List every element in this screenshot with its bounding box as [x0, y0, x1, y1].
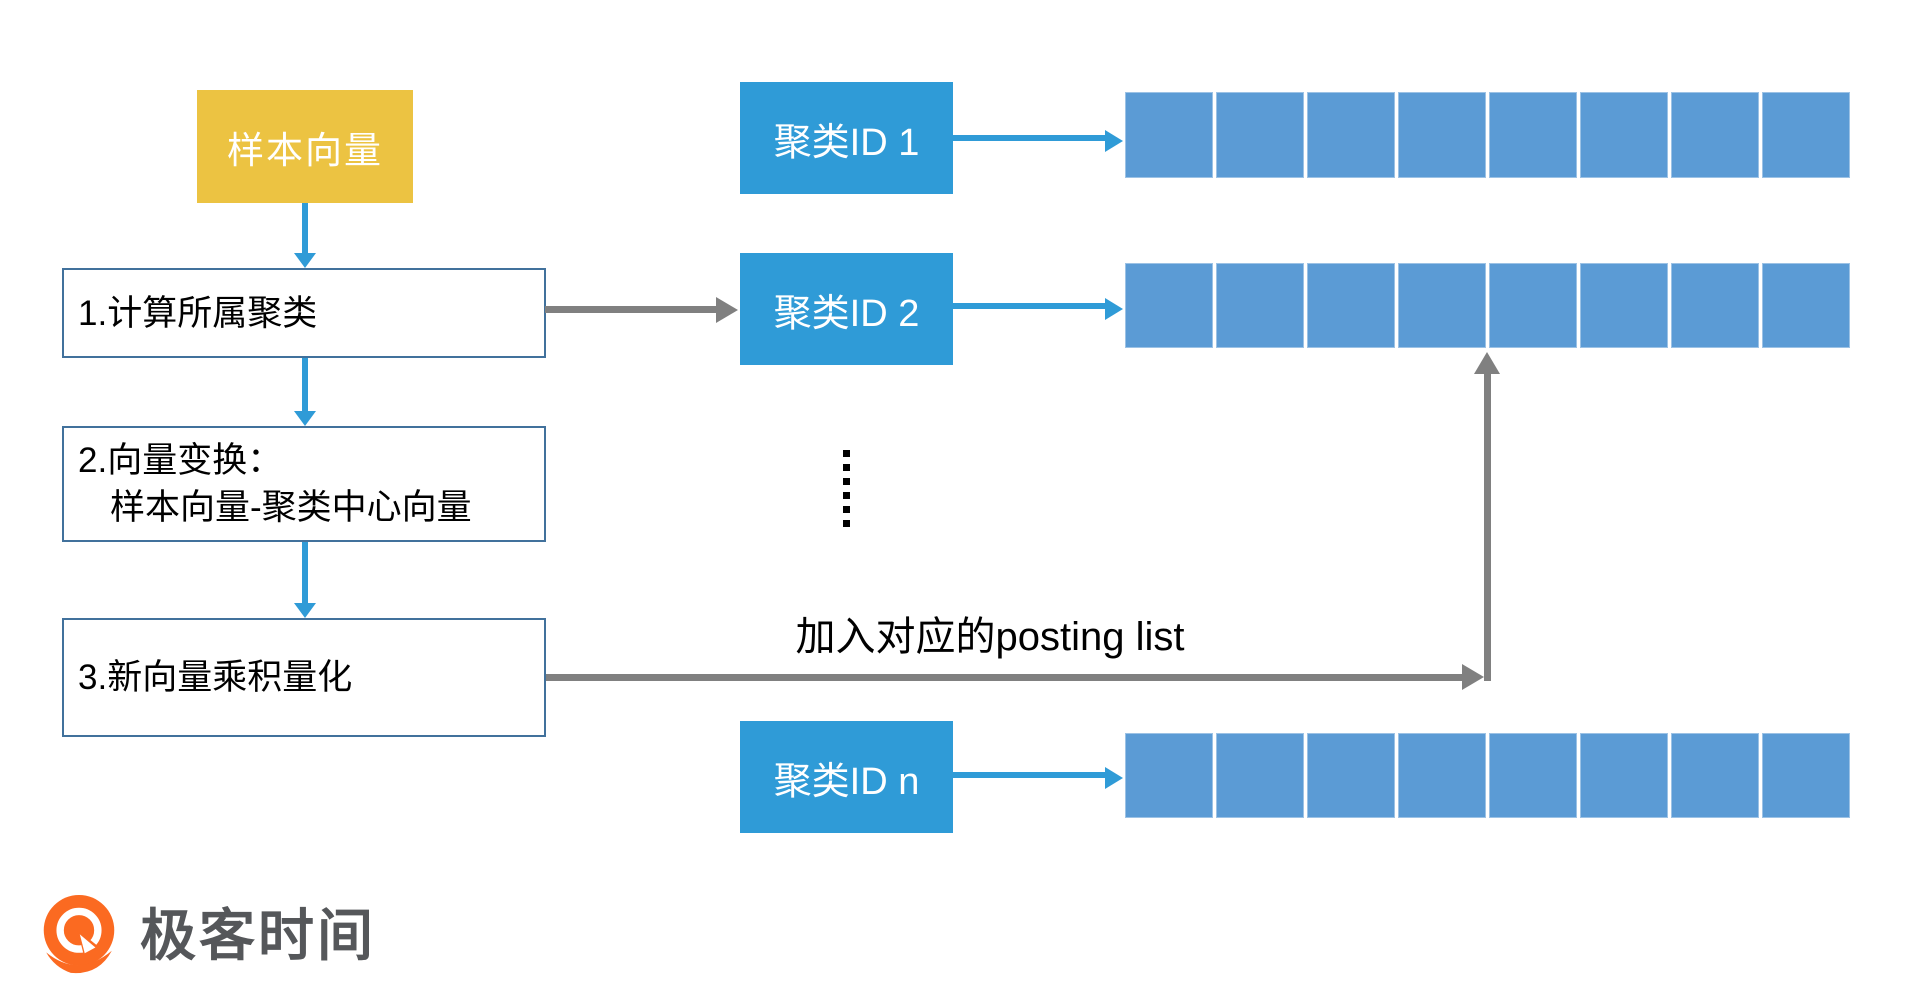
posting-cell	[1671, 263, 1759, 348]
insert-arrow-horizontal-connector	[546, 674, 1464, 681]
ellipsis-dot	[843, 450, 850, 457]
down-arrow-icon	[294, 603, 316, 618]
posting-list-row-2	[1125, 263, 1850, 348]
cluster2-to-row-connector	[953, 303, 1105, 309]
step-3-box: 3.新向量乘积量化	[62, 618, 546, 737]
cluster-id-2-box: 聚类ID 2	[740, 253, 953, 365]
posting-cell	[1125, 92, 1213, 178]
posting-cell	[1489, 263, 1577, 348]
posting-cell	[1125, 263, 1213, 348]
right-arrow-icon	[1462, 664, 1484, 690]
posting-cell	[1762, 733, 1850, 818]
step-2-label-line1: 2.向量变换：	[78, 441, 283, 480]
step-2-box: 2.向量变换： 样本向量-聚类中心向量	[62, 426, 546, 542]
ellipsis-dot	[843, 478, 850, 485]
clustern-to-row-connector	[953, 772, 1105, 778]
geektime-logo-text: 极客时间	[140, 904, 376, 967]
ellipsis-dot	[843, 520, 850, 527]
posting-cell	[1216, 733, 1304, 818]
posting-list-annotation: 加入对应的posting list	[795, 615, 1185, 659]
up-arrow-icon	[1474, 352, 1500, 374]
step-3-label: 3.新向量乘积量化	[78, 658, 353, 697]
sample-vector-box: 样本向量	[197, 90, 413, 203]
posting-cell	[1307, 263, 1395, 348]
right-arrow-icon	[1105, 130, 1123, 152]
posting-cell	[1307, 92, 1395, 178]
right-arrow-icon	[1105, 298, 1123, 320]
ellipsis-dot	[843, 492, 850, 499]
posting-cell	[1216, 92, 1304, 178]
posting-cell	[1125, 733, 1213, 818]
cluster-id-1-box: 聚类ID 1	[740, 82, 953, 194]
posting-list-row-1	[1125, 92, 1850, 178]
posting-cell	[1762, 263, 1850, 348]
posting-cell	[1216, 263, 1304, 348]
posting-cell	[1398, 92, 1486, 178]
posting-cell	[1398, 263, 1486, 348]
posting-cell	[1762, 92, 1850, 178]
posting-cell	[1580, 263, 1668, 348]
cluster-id-n-box: 聚类ID n	[740, 721, 953, 833]
down-arrow-connector	[302, 542, 308, 604]
geektime-logo-icon	[43, 895, 115, 974]
posting-cell	[1489, 92, 1577, 178]
posting-cell	[1580, 733, 1668, 818]
insert-arrow-vertical-connector	[1484, 373, 1491, 681]
down-arrow-connector	[302, 203, 308, 254]
right-arrow-icon	[1105, 767, 1123, 789]
down-arrow-icon	[294, 411, 316, 426]
down-arrow-connector	[302, 358, 308, 412]
ellipsis-dot	[843, 464, 850, 471]
vertical-ellipsis-dots	[843, 450, 850, 527]
step-2-label-line2: 样本向量-聚类中心向量	[110, 488, 472, 527]
cluster1-to-row-connector	[953, 135, 1105, 141]
step-1-box: 1.计算所属聚类	[62, 268, 546, 358]
geektime-logo: 极客时间	[38, 893, 376, 979]
posting-cell	[1398, 733, 1486, 818]
ellipsis-dot	[843, 506, 850, 513]
posting-cell	[1580, 92, 1668, 178]
down-arrow-icon	[294, 253, 316, 268]
right-arrow-icon	[716, 297, 738, 323]
posting-cell	[1671, 733, 1759, 818]
posting-cell	[1489, 733, 1577, 818]
posting-cell	[1671, 92, 1759, 178]
posting-list-row-n	[1125, 733, 1850, 818]
posting-cell	[1307, 733, 1395, 818]
step1-to-cluster2-connector	[545, 306, 718, 313]
step-1-label: 1.计算所属聚类	[78, 293, 318, 333]
